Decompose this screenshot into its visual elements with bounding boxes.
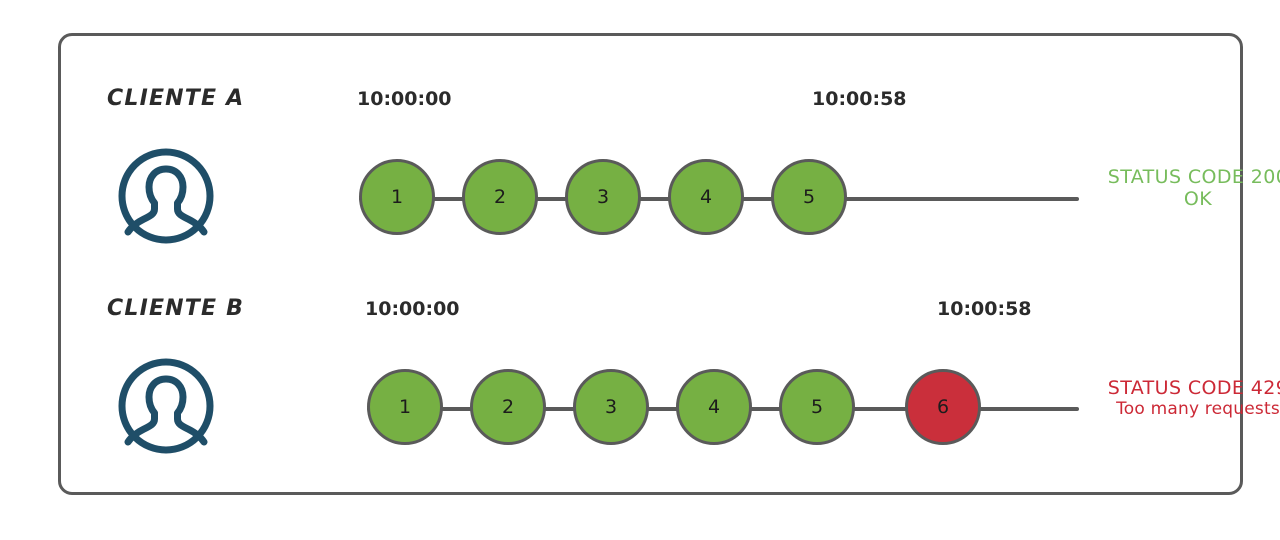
request-node[interactable]: 5 xyxy=(771,159,847,235)
status-badge-b: STATUS CODE 429 Too many requests xyxy=(1083,377,1280,419)
request-node[interactable]: 4 xyxy=(668,159,744,235)
client-b-label: CLIENTE B xyxy=(107,296,245,321)
request-node-error[interactable]: 6 xyxy=(905,369,981,445)
client-a-label: CLIENTE A xyxy=(107,86,245,111)
status-a-code: STATUS CODE 200 xyxy=(1107,166,1280,188)
request-node[interactable]: 3 xyxy=(573,369,649,445)
status-b-text: Too many requests xyxy=(1116,398,1280,419)
timeline-a: 10:00:00 10:00:58 1 2 3 4 5 STATUS CODE … xyxy=(297,88,1280,250)
timestamp-b-end: 10:00:58 xyxy=(937,298,1032,320)
client-row-a: CLIENTE A 10:00:00 10:00:58 1 2 3 4 5 ST… xyxy=(61,58,1280,258)
timestamp-b-start: 10:00:00 xyxy=(365,298,460,320)
status-badge-a: STATUS CODE 200 OK xyxy=(1083,166,1280,211)
timestamp-a-start: 10:00:00 xyxy=(357,88,452,110)
timestamp-a-end: 10:00:58 xyxy=(812,88,907,110)
request-node[interactable]: 5 xyxy=(779,369,855,445)
request-node[interactable]: 2 xyxy=(462,159,538,235)
status-a-text: OK xyxy=(1183,187,1213,210)
request-node[interactable]: 1 xyxy=(367,369,443,445)
user-avatar-icon xyxy=(116,146,216,246)
client-row-b: CLIENTE B 10:00:00 10:00:58 1 2 3 4 5 6 … xyxy=(61,268,1280,468)
timeline-b: 10:00:00 10:00:58 1 2 3 4 5 6 STATUS COD… xyxy=(297,298,1280,460)
request-node[interactable]: 3 xyxy=(565,159,641,235)
request-node[interactable]: 1 xyxy=(359,159,435,235)
user-avatar-icon xyxy=(116,356,216,456)
status-b-code: STATUS CODE 429 xyxy=(1107,377,1280,399)
request-node[interactable]: 4 xyxy=(676,369,752,445)
request-node[interactable]: 2 xyxy=(470,369,546,445)
diagram-frame: CLIENTE A 10:00:00 10:00:58 1 2 3 4 5 ST… xyxy=(58,33,1280,495)
